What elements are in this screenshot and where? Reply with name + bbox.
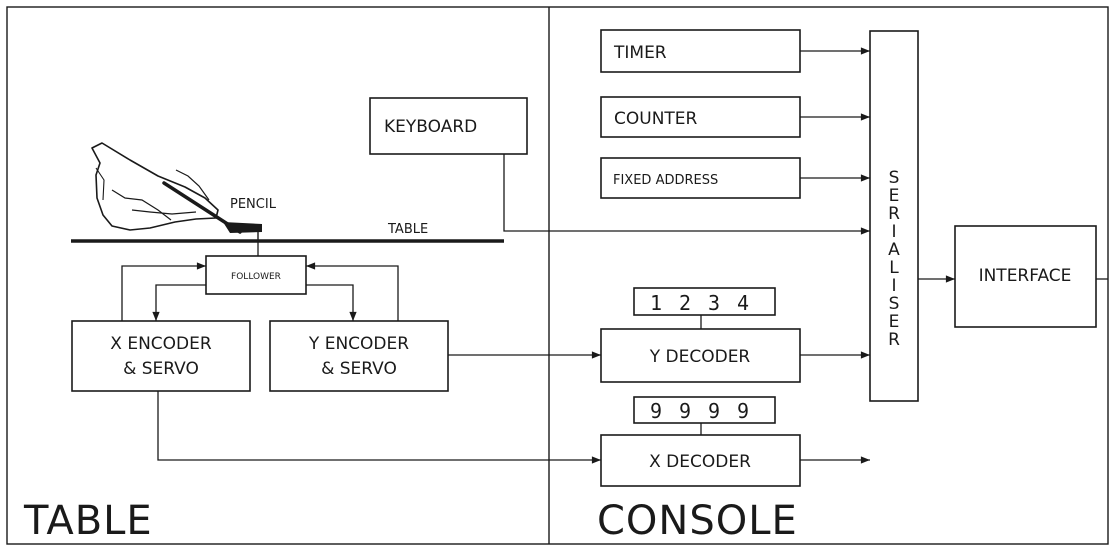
x-decoder-label: X DECODER <box>649 452 751 472</box>
serialiser-label-e2: E <box>889 312 900 332</box>
serialiser-label-i2: I <box>891 276 896 296</box>
y-servo-drive-arrow <box>306 266 398 321</box>
x-digit: 9 <box>737 399 749 423</box>
x-digit: 9 <box>679 399 691 423</box>
y-encoder-label-2: & SERVO <box>321 359 397 379</box>
y-encoder-label-1: Y ENCODER <box>308 334 409 354</box>
x-encoder-servo-block <box>72 321 250 391</box>
serialiser-label-r2: R <box>888 330 900 350</box>
table-surface-label: TABLE <box>387 222 428 237</box>
serialiser-label-s: S <box>889 168 900 188</box>
section-title-console: CONSOLE <box>597 498 798 544</box>
x-digit: 9 <box>708 399 720 423</box>
y-servo-sense-arrow <box>306 285 353 321</box>
pencil-label: PENCIL <box>230 197 277 212</box>
pencil-tip-icon <box>223 222 262 233</box>
y-decoder-label: Y DECODER <box>649 347 751 367</box>
serialiser-label-i: I <box>891 222 896 242</box>
serialiser-label-a: A <box>888 240 900 260</box>
y-digit: 3 <box>708 291 720 315</box>
x-encoder-label-2: & SERVO <box>123 359 199 379</box>
x-encoder-to-decoder-arrow <box>158 391 601 460</box>
x-digit: 9 <box>650 399 662 423</box>
keyboard-label: KEYBOARD <box>384 117 477 137</box>
outer-frame <box>7 7 1108 544</box>
serialiser-label-e: E <box>889 186 900 206</box>
serialiser-label-s2: S <box>889 294 900 314</box>
fixed-address-label: FIXED ADDRESS <box>613 173 718 188</box>
serialiser-label-r: R <box>888 204 900 224</box>
counter-label: COUNTER <box>614 109 698 129</box>
x-servo-drive-arrow <box>122 266 206 321</box>
section-title-table: TABLE <box>23 498 153 544</box>
serialiser-label-l: L <box>889 258 899 278</box>
follower-label: FOLLOWER <box>231 272 281 282</box>
x-encoder-label-1: X ENCODER <box>110 334 212 354</box>
y-digit: 1 <box>650 291 662 315</box>
hand-pencil-illustration <box>92 143 262 241</box>
timer-label: TIMER <box>613 43 667 63</box>
interface-label: INTERFACE <box>979 266 1072 286</box>
y-digit: 4 <box>737 291 749 315</box>
x-servo-sense-arrow <box>156 285 206 321</box>
y-encoder-servo-block <box>270 321 448 391</box>
y-digit: 2 <box>679 291 691 315</box>
